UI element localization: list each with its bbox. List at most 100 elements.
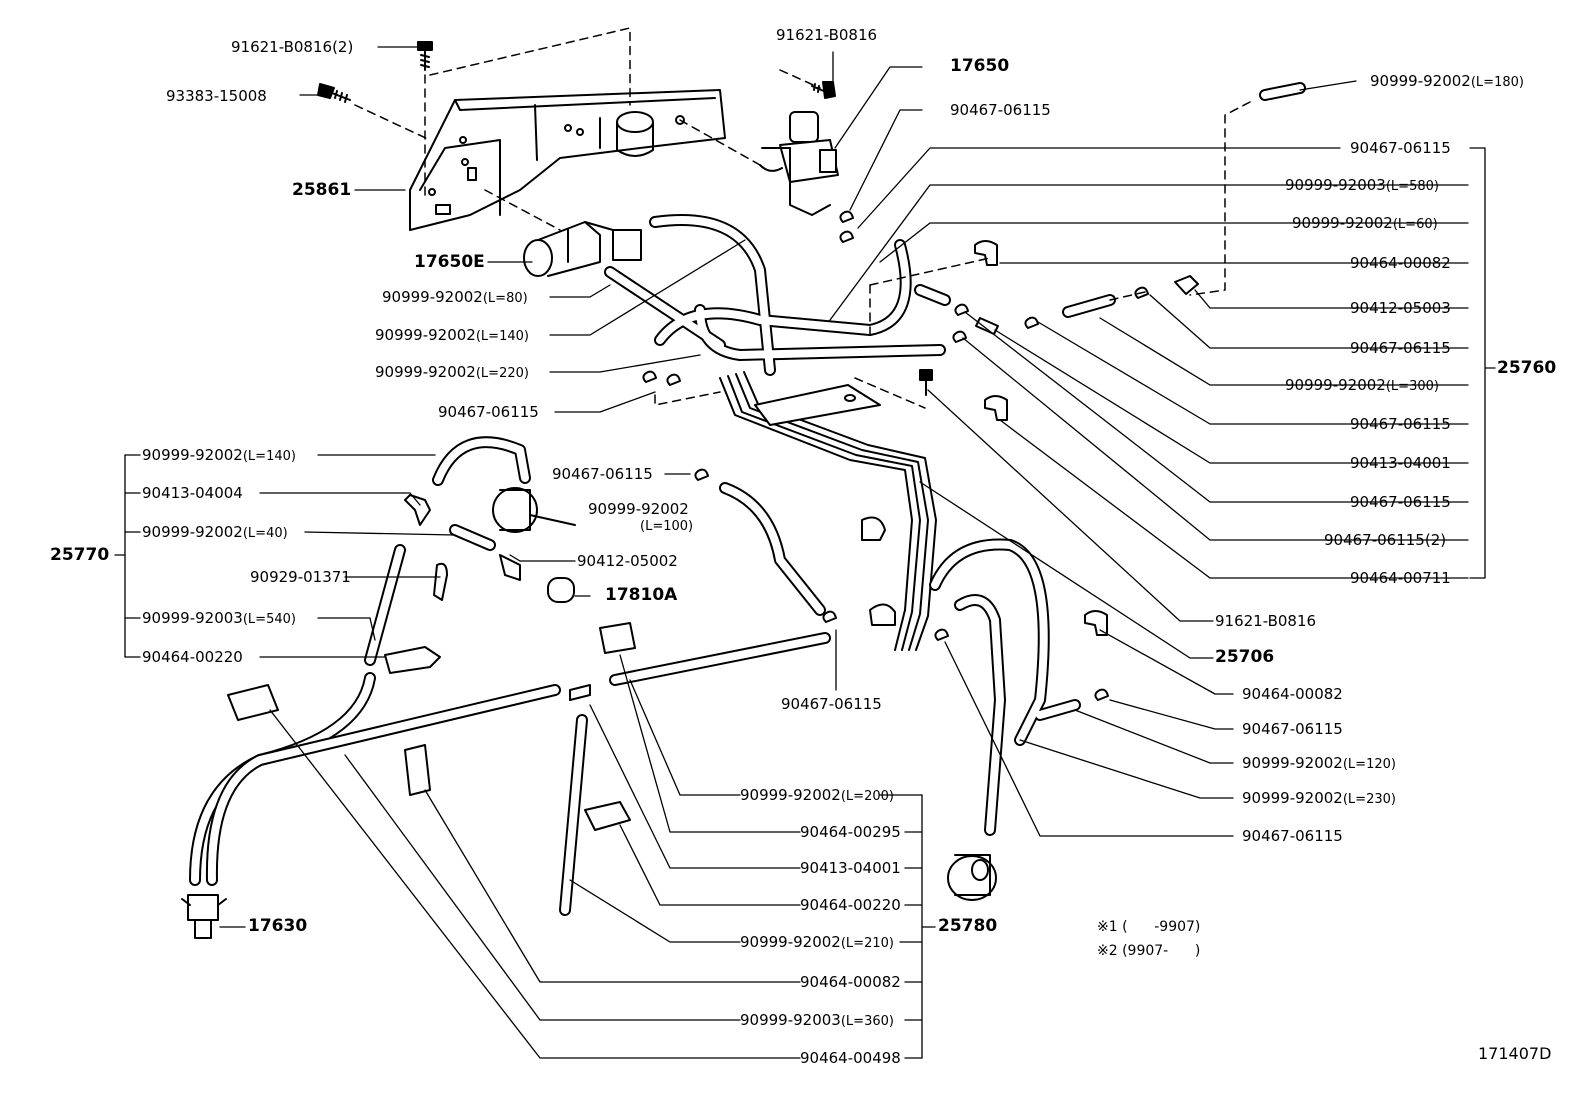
part-number: 90999-92002 <box>1242 789 1343 807</box>
part-number: 90467-06115 <box>552 465 653 483</box>
fitting-icons <box>181 684 997 939</box>
part-number: 90464-00220 <box>800 896 901 914</box>
part-label: 90999-92002(L=120) <box>1242 754 1396 774</box>
part-label: 17810A <box>605 586 677 604</box>
part-qualifier: (L=300) <box>1385 379 1439 394</box>
part-number: 90413-04004 <box>142 484 243 502</box>
vacuum-pipe-25706 <box>719 371 937 651</box>
part-label: 90467-06115 <box>552 465 653 483</box>
part-number: 90999-92002 <box>740 786 841 804</box>
part-number: 90999-92003 <box>740 1011 841 1029</box>
part-label: 17630 <box>248 917 307 935</box>
part-label: 90999-92002(L=300) <box>1285 376 1439 396</box>
part-number: 90999-92002 <box>1285 376 1386 394</box>
part-number: 90999-92002 <box>1370 72 1471 90</box>
part-label: 90467-06115 <box>950 101 1051 119</box>
part-label: 17650E <box>414 253 485 271</box>
part-label: 90467-06115 <box>1350 139 1451 157</box>
part-number: 90999-92002 <box>375 363 476 381</box>
part-number: 90464-00498 <box>800 1049 901 1067</box>
part-label: 90467-06115 <box>1350 493 1451 511</box>
part-label: 25780 <box>938 917 997 935</box>
part-number: 90464-00082 <box>800 973 901 991</box>
footnote-1: ※1 ( -9907) <box>1097 919 1201 935</box>
part-number: 90464-00711 <box>1350 569 1451 587</box>
part-number: 90999-92003 <box>1285 176 1386 194</box>
part-number: 91621-B0816 <box>776 26 878 44</box>
part-number: 17650 <box>950 56 1010 76</box>
part-number: 90999-92002 <box>740 933 841 951</box>
part-label: 90464-00498 <box>800 1049 901 1067</box>
part-qualifier: (L=210) <box>840 936 894 951</box>
part-label: 90999-92002(L=80) <box>382 288 528 308</box>
part-number: 90999-92002 <box>142 446 243 464</box>
part-qualifier: (L=540) <box>242 612 296 627</box>
part-label: 90467-06115 <box>1242 720 1343 738</box>
part-label: 90999-92002(L=180) <box>1370 72 1524 92</box>
part-number: 90999-92002 <box>375 326 476 344</box>
part-number: 93383-15008 <box>166 87 267 105</box>
part-label: 90999-92003(L=360) <box>740 1011 894 1031</box>
part-label: 90999-92003(L=540) <box>142 609 296 629</box>
hoses-upper-inner <box>606 84 1304 374</box>
part-number: 17630 <box>248 916 308 936</box>
part-number: 90467-06115 <box>1350 339 1451 357</box>
part-number: 90999-92003 <box>142 609 243 627</box>
hose-group-25770-inner <box>191 438 529 884</box>
part-label: 25760 <box>1497 359 1556 377</box>
part-qualifier: (L=40) <box>242 526 288 541</box>
part-number: 90467-06115 <box>1324 531 1425 549</box>
footnote-2: ※2 (9907- ) <box>1097 943 1201 959</box>
part-label: (L=100) <box>640 518 693 536</box>
part-label: 17650 <box>950 57 1009 75</box>
part-label: 90467-06115 <box>1242 827 1343 845</box>
part-number: 90464-00220 <box>142 648 243 666</box>
part-qualifier: (L=230) <box>1342 792 1396 807</box>
bracket-25861 <box>409 89 726 231</box>
part-label: 90467-06115(2) <box>1324 531 1446 549</box>
part-qualifier: (L=220) <box>475 366 529 381</box>
part-label: 25770 <box>50 546 109 564</box>
part-qualifier: (L=580) <box>1385 179 1439 194</box>
part-label: 90464-00082 <box>1350 254 1451 272</box>
part-label: 90464-00220 <box>142 648 243 666</box>
part-label: 90999-92002(L=40) <box>142 523 288 543</box>
part-label: 90464-00082 <box>800 973 901 991</box>
part-label: 90999-92002(L=140) <box>142 446 296 466</box>
part-label: 90464-00295 <box>800 823 901 841</box>
part-label: 90412-05002 <box>577 552 678 570</box>
part-qualifier: (2) <box>1424 531 1447 549</box>
part-label: 93383-15008 <box>166 87 267 105</box>
part-label: 91621-B0816 <box>1215 612 1316 630</box>
part-qualifier: (L=360) <box>840 1014 894 1029</box>
part-label: 90464-00711 <box>1350 569 1451 587</box>
part-label: 25706 <box>1215 648 1274 666</box>
part-label: 90413-04001 <box>800 859 901 877</box>
part-number: 90467-06115 <box>1242 827 1343 845</box>
part-number: 25706 <box>1215 647 1275 667</box>
part-number: 90467-06115 <box>1350 493 1451 511</box>
part-number: 25780 <box>938 916 998 936</box>
part-label: 90999-92002(L=220) <box>375 363 529 383</box>
part-label: 90467-06115 <box>1350 339 1451 357</box>
part-number: 90412-05003 <box>1350 299 1451 317</box>
part-qualifier: (L=180) <box>1470 75 1524 90</box>
part-label: 90929-01371 <box>250 568 351 586</box>
part-qualifier: (L=140) <box>242 449 296 464</box>
diagram-code: 171407D <box>1478 1044 1552 1063</box>
part-qualifier: (L=120) <box>1342 757 1396 772</box>
hose-group-25770 <box>189 436 531 886</box>
part-number: 90999-92002 <box>1242 754 1343 772</box>
part-number: 91621-B0816 <box>1215 612 1317 630</box>
part-number: 90464-00082 <box>1350 254 1451 272</box>
dashed-leaders <box>354 27 1251 409</box>
part-label: 90999-92002 <box>588 500 689 518</box>
part-number: 90467-06115 <box>1350 139 1451 157</box>
part-number: 17810A <box>605 585 678 605</box>
leader-lines <box>114 46 1496 1059</box>
part-number: 90467-06115 <box>1350 415 1451 433</box>
canister-parts <box>227 487 636 831</box>
part-label: 90467-06115 <box>438 403 539 421</box>
